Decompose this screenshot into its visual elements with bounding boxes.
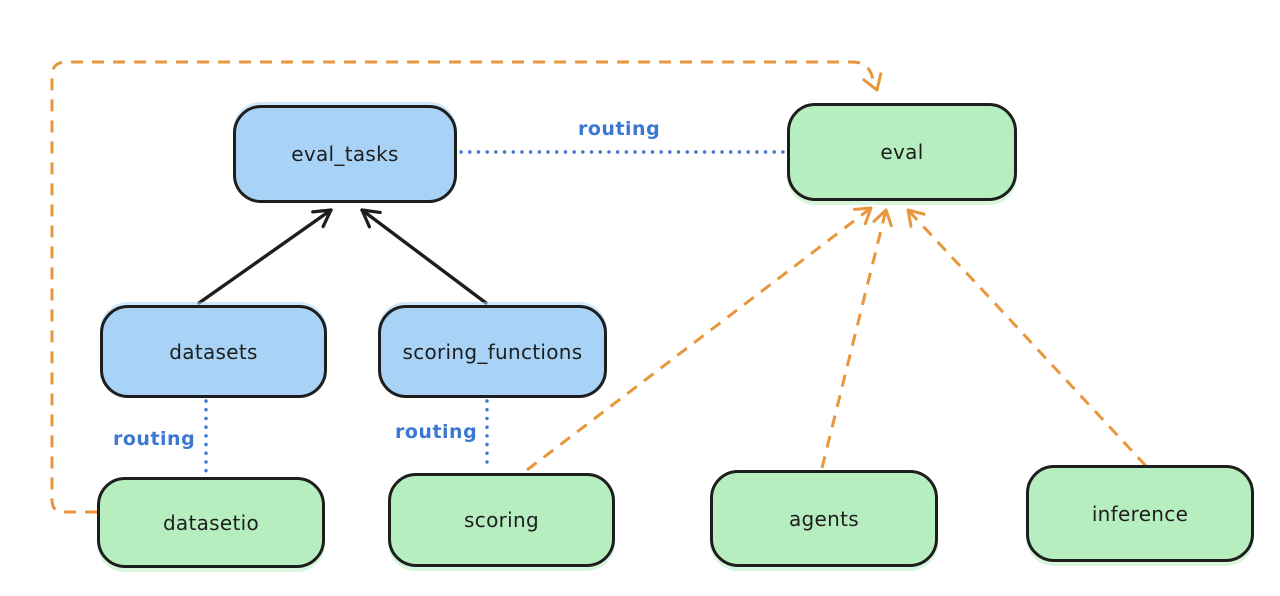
node-inference: inference <box>1026 465 1254 562</box>
node-scoring: scoring <box>388 473 615 567</box>
edge-inference-to-eval-dashed <box>906 208 1148 468</box>
edge-scoring-to-eval-dashed <box>526 206 873 472</box>
node-label: eval <box>880 140 924 164</box>
edge-label-routing-scoring-functions-scoring: routing <box>395 421 478 443</box>
node-label: datasetio <box>162 510 260 535</box>
node-datasets: datasets <box>100 305 327 398</box>
node-label: scoring_functions <box>402 339 583 364</box>
edge-label-routing-eval-tasks-eval: routing <box>578 118 661 140</box>
edge-label-routing-datasets-datasetio: routing <box>113 428 196 450</box>
node-scoring-functions: scoring_functions <box>378 305 607 398</box>
node-eval: eval <box>787 103 1017 201</box>
node-agents: agents <box>710 470 938 567</box>
edge-agents-to-eval-dashed <box>820 208 893 469</box>
node-datasetio: datasetio <box>97 477 325 568</box>
node-eval-tasks: eval_tasks <box>233 105 457 203</box>
node-label: inference <box>1091 501 1189 526</box>
node-label: scoring <box>464 508 539 532</box>
node-label: agents <box>789 506 859 531</box>
edge-datasets-to-eval-tasks <box>197 208 333 305</box>
edge-datasetio-to-eval-dashed <box>50 60 883 514</box>
edge-scoring-functions-to-eval-tasks <box>360 208 488 305</box>
node-label: datasets <box>169 339 258 364</box>
node-label: eval_tasks <box>291 142 399 166</box>
